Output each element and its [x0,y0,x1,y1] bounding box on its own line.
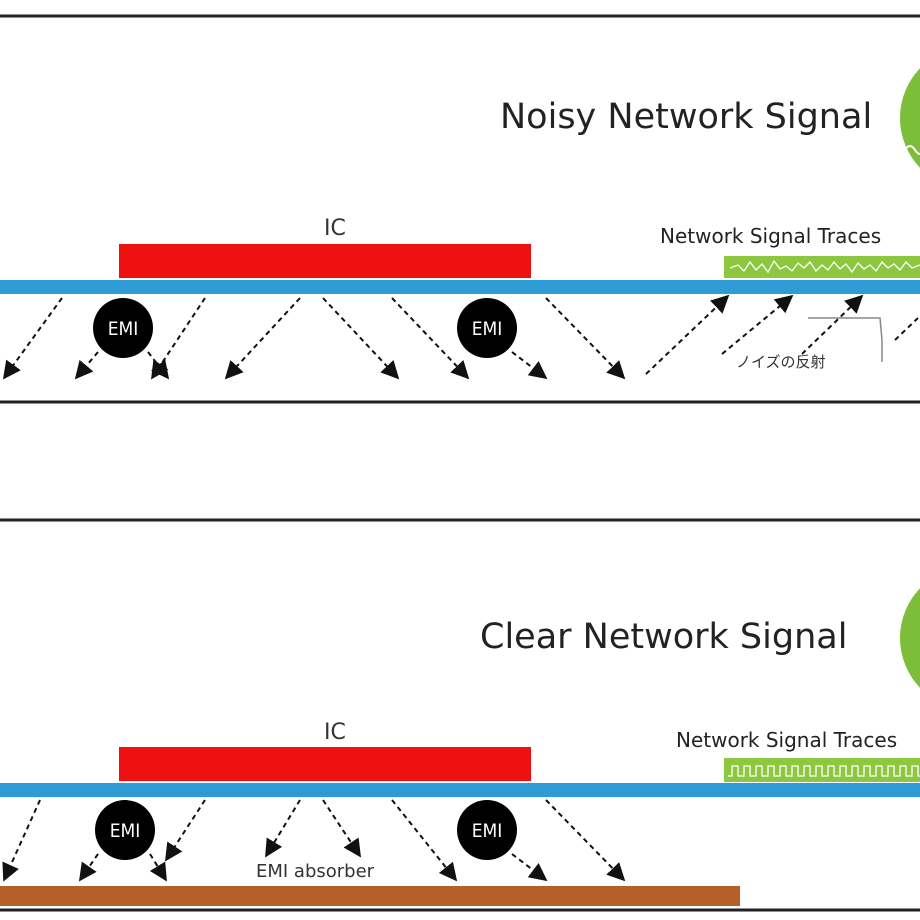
noisy-signal-badge-icon [900,68,920,168]
top-panel-frame [0,14,920,404]
bottom-emi-label-2: EMI [472,820,503,842]
top-panel: Noisy Network Signal IC Network Signal T… [0,14,920,404]
bottom-board [0,783,920,797]
clear-signal-badge-icon [900,588,920,688]
bottom-panel-frame [0,518,920,912]
top-emi-label-1: EMI [108,318,139,340]
top-panel-title: Noisy Network Signal [500,97,872,137]
bottom-emi-absorber [0,886,740,906]
bottom-ic-label: IC [324,720,346,745]
bottom-traces-label: Network Signal Traces [676,728,897,752]
bottom-emi-source-1: EMI [95,800,155,860]
top-emi-arrows [2,297,626,380]
bottom-absorber-label: EMI absorber [256,861,375,882]
top-ic-chip [119,244,531,278]
top-reflection-label: ノイズの反射 [736,353,826,371]
top-ic-label: IC [324,216,346,241]
top-traces-label: Network Signal Traces [660,224,881,248]
top-signal-trace [724,256,920,278]
top-reflection-arrows [645,294,919,375]
bottom-emi-source-2: EMI [457,800,517,860]
bottom-panel-title: Clear Network Signal [480,617,847,657]
top-reflection-bracket [808,317,883,362]
bottom-emi-arrows [2,799,626,882]
top-emi-label-2: EMI [472,318,503,340]
bottom-panel: Clear Network Signal IC Network Signal T… [0,518,920,912]
bottom-signal-trace [724,758,920,782]
bottom-ic-chip [119,747,531,781]
bottom-emi-label-1: EMI [110,820,141,842]
top-board [0,280,920,294]
top-emi-source-1: EMI [93,298,153,358]
top-emi-source-2: EMI [457,298,517,358]
